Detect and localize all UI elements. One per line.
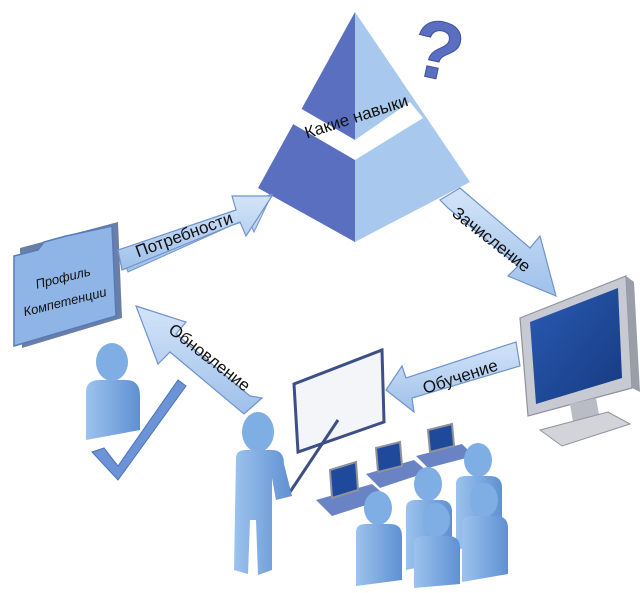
presenter: [234, 412, 292, 575]
student-head-4: [464, 443, 492, 477]
person-body: [86, 380, 140, 440]
arrow-update-body: [134, 305, 264, 415]
person-head: [96, 343, 128, 381]
checkmark-icon: [91, 379, 187, 481]
student-head-6: [470, 483, 498, 517]
arrow-update: Обновление: [134, 305, 264, 415]
arrow-enroll: Зачисление: [439, 187, 557, 298]
student-body-6: [462, 516, 508, 582]
student-monitor-1: [328, 460, 360, 500]
flip-chart-pointer: [288, 419, 340, 493]
student-body-5: [414, 536, 460, 588]
presenter-head: [242, 412, 274, 452]
student-monitor-3: [426, 422, 456, 454]
student-head-2: [364, 491, 392, 525]
monitor-base: [538, 411, 632, 447]
desk-1: [316, 484, 388, 516]
arrow-needs-body: [117, 195, 274, 271]
pyramid-right-face: [355, 12, 470, 242]
folder-front: [13, 225, 117, 348]
presenter-body: [234, 450, 292, 575]
arrow-training-body: [385, 341, 521, 414]
student-head-3: [414, 467, 442, 501]
arrow-enroll-body: [439, 187, 557, 298]
flip-chart: [288, 347, 386, 493]
arrow-needs: Потребности: [117, 193, 274, 273]
profile-folder: Профиль Компетенции: [13, 222, 122, 348]
monitor-side: [626, 276, 640, 392]
audience: [316, 422, 508, 588]
desk-2: [366, 460, 428, 488]
student-body-2: [356, 524, 402, 586]
pyramid-label-band: [293, 102, 423, 160]
student-monitor-2: [374, 440, 404, 474]
flip-chart-board: [292, 347, 386, 455]
student-head-5: [422, 503, 450, 537]
question-mark-icon: ?: [404, 1, 472, 100]
pyramid: Какие навыки: [258, 12, 470, 242]
evaluated-person: [86, 343, 187, 481]
arrow-needs-label: Потребности: [133, 208, 236, 261]
computer-monitor: [519, 275, 640, 447]
monitor-screen: [530, 288, 622, 404]
desk-3: [416, 444, 474, 468]
arrow-training: Обучение: [385, 341, 521, 414]
